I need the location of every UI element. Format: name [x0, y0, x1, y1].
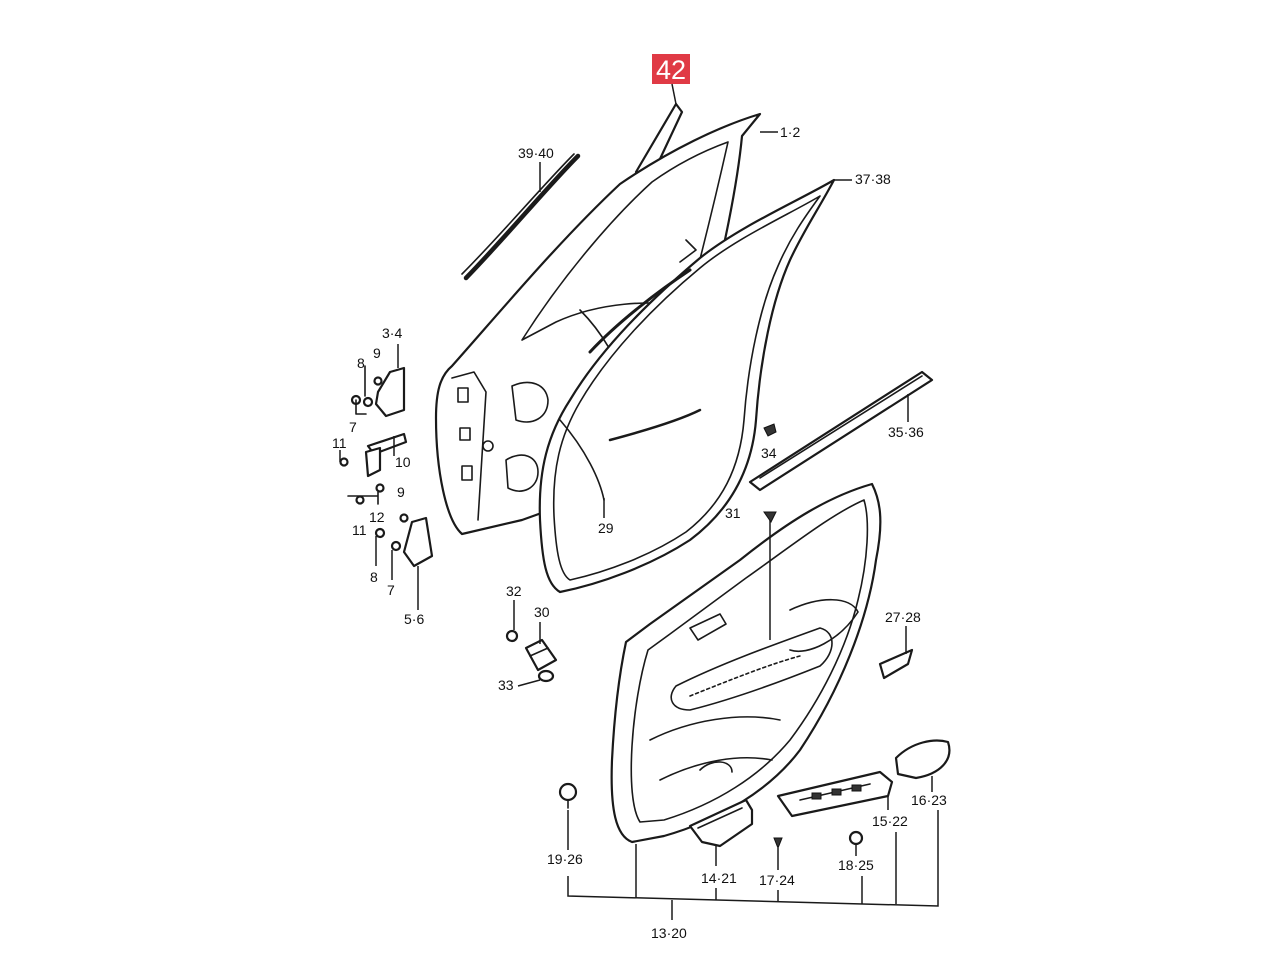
label-12: 12 [369, 509, 385, 525]
cap-32[interactable] [505, 629, 519, 643]
label-34: 34 [761, 445, 777, 461]
leader-42 [671, 83, 677, 105]
clip-34[interactable] [763, 423, 777, 437]
label-8-bot: 8 [370, 569, 378, 585]
inner-handle-bracket-30[interactable] [524, 638, 558, 672]
highlight-label: 42 [656, 55, 686, 85]
label-17-24: 17·24 [759, 872, 795, 888]
label-11-bot: 11 [352, 522, 367, 538]
screw-17-24[interactable] [773, 837, 783, 850]
leader-33 [517, 679, 541, 687]
clip-31[interactable] [763, 511, 777, 523]
label-15-22: 15·22 [872, 813, 908, 829]
label-16-23: 16·23 [911, 792, 947, 808]
label-10: 10 [395, 454, 411, 470]
highlight-callout-42[interactable]: 42 [652, 54, 690, 85]
label-7-bot: 7 [387, 582, 395, 598]
label-13-20: 13·20 [651, 925, 687, 941]
speaker-cover-16-23[interactable] [894, 739, 951, 780]
label-27-28: 27·28 [885, 609, 921, 625]
label-32: 32 [506, 583, 522, 599]
label-9-bot: 9 [397, 484, 405, 500]
cap-18-25[interactable] [848, 830, 864, 846]
label-39-40: 39·40 [518, 145, 554, 161]
assembly-bracket-13-20 [567, 810, 939, 920]
label-14-21: 14·21 [701, 870, 737, 886]
glass-run-strip-39-40[interactable] [463, 153, 581, 281]
label-19-26: 19·26 [547, 851, 583, 867]
upper-hinge-3-4[interactable] [350, 344, 406, 418]
inner-screen-29[interactable] [559, 419, 605, 501]
door-trim-panel-13-20[interactable] [610, 482, 882, 844]
belt-moulding-35-36[interactable] [748, 370, 934, 492]
highlight-box [652, 54, 690, 84]
label-1-2: 1·2 [780, 124, 800, 140]
label-37-38: 37·38 [855, 171, 891, 187]
label-29: 29 [598, 520, 614, 536]
label-5-6: 5·6 [404, 611, 424, 627]
glass-run-strip-edge [461, 153, 575, 275]
cap-33[interactable] [537, 669, 555, 683]
clip-19-26[interactable] [558, 782, 578, 809]
label-7-top: 7 [349, 419, 357, 435]
label-9-top: 9 [373, 345, 381, 361]
pull-handle-cover-14-21[interactable] [688, 798, 754, 848]
armrest-switch-base-15-22[interactable] [776, 770, 894, 818]
label-8-top: 8 [357, 355, 365, 371]
label-11-top: 11 [332, 435, 347, 451]
label-31: 31 [725, 505, 741, 521]
label-33: 33 [498, 677, 514, 693]
door-weatherstrip-37-38[interactable] [538, 178, 836, 594]
door-check-10[interactable] [339, 432, 408, 505]
lower-hinge-5-6[interactable] [374, 513, 434, 611]
label-18-25: 18·25 [838, 857, 874, 873]
label-3-4: 3·4 [382, 325, 402, 341]
label-30: 30 [534, 604, 550, 620]
bracket-27-28[interactable] [878, 648, 914, 680]
label-35-36: 35·36 [888, 424, 924, 440]
